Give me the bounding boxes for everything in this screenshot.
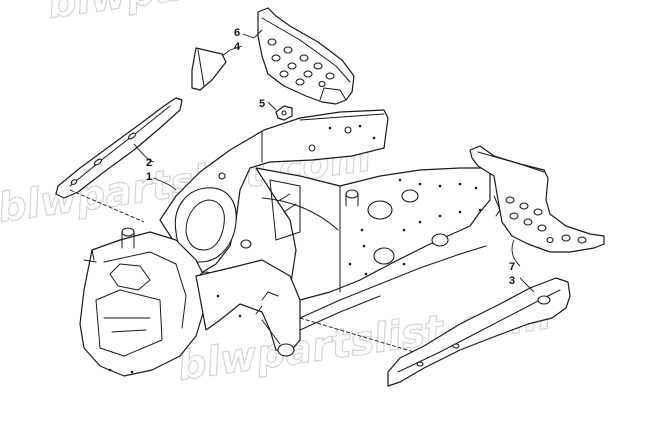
callouts: 6 4 5 2 1 7 3 [146,27,515,287]
callout-6: 6 [234,27,240,39]
part-1-main-chassis[interactable] [79,109,491,377]
part-6-footrest-bracket-left[interactable] [257,7,355,105]
callout-2: 2 [146,157,152,169]
part-4-side-plate[interactable] [191,47,227,91]
callout-7: 7 [509,261,515,273]
callout-1: 1 [146,171,152,183]
callout-3: 3 [509,275,515,287]
callout-5: 5 [259,98,265,110]
part-7-footrest-bracket-right[interactable] [469,145,605,253]
leader-lines [69,29,535,353]
callout-4: 4 [234,41,241,53]
part-3-right-rail[interactable] [387,277,571,387]
part-2-left-rail[interactable] [55,97,183,199]
part-5-clip[interactable] [275,105,293,121]
watermark-top: blwpartslist.com [45,0,424,28]
